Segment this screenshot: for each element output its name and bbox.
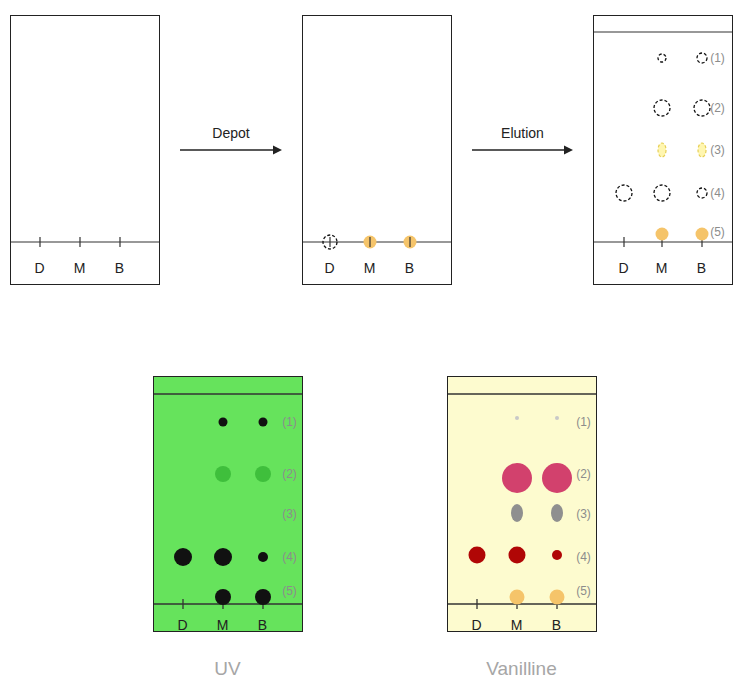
vanilline-plate-art [447,376,597,632]
lane-label: B [115,261,124,275]
callout-number: (2) [282,468,297,480]
plate-3-art [593,32,733,247]
tlc-plate: DMB [302,15,452,285]
lane-label: D [471,618,481,632]
arrowhead [564,146,573,155]
callout-number: (4) [282,551,297,563]
callout-number: (5) [576,585,591,597]
callout-number: (2) [710,102,725,114]
callout-number: (4) [710,187,725,199]
lane-label: B [405,261,414,275]
lane-label: B [697,261,706,275]
callout-number: (3) [710,144,725,156]
arrowhead [273,146,282,155]
process-arrow [472,146,573,155]
lane-label: D [618,261,628,275]
plate-2-art [302,235,452,249]
callout-number: (5) [710,226,725,238]
tlc-plate: D M B (1) (2) (3) (4) (5) [593,15,733,285]
lane-label: B [552,618,561,632]
callout-number: (5) [282,585,297,597]
uv-plate-art [153,376,303,632]
tlc-plate: DMB(1)(2)(3)(4)(5)UV [153,376,303,632]
tlc-plate: DMB [10,15,160,285]
lane-label: M [74,261,86,275]
lane-label: M [364,261,376,275]
plate-1-art [10,237,160,247]
tlc-plate: DMB(1)(2)(3)(4)(5)Vanilline [447,376,597,632]
process-arrow [180,146,282,155]
callout-number: (1) [576,416,591,428]
lane-label: M [656,261,668,275]
lane-label: D [324,261,334,275]
step-label: Elution [499,126,546,140]
lane-label: M [511,618,523,632]
callout-number: (2) [576,468,591,480]
lane-label: M [217,618,229,632]
callout-number: (3) [576,508,591,520]
callout-number: (4) [576,551,591,563]
lane-label: D [34,261,44,275]
callout-number: (3) [282,508,297,520]
plate-caption: Vanilline [486,658,556,677]
plate-caption: UV [214,658,240,677]
callout-number: (1) [710,52,725,64]
lane-label: B [258,618,267,632]
step-label: Depot [210,126,251,140]
lane-label: D [177,618,187,632]
callout-number: (1) [282,416,297,428]
